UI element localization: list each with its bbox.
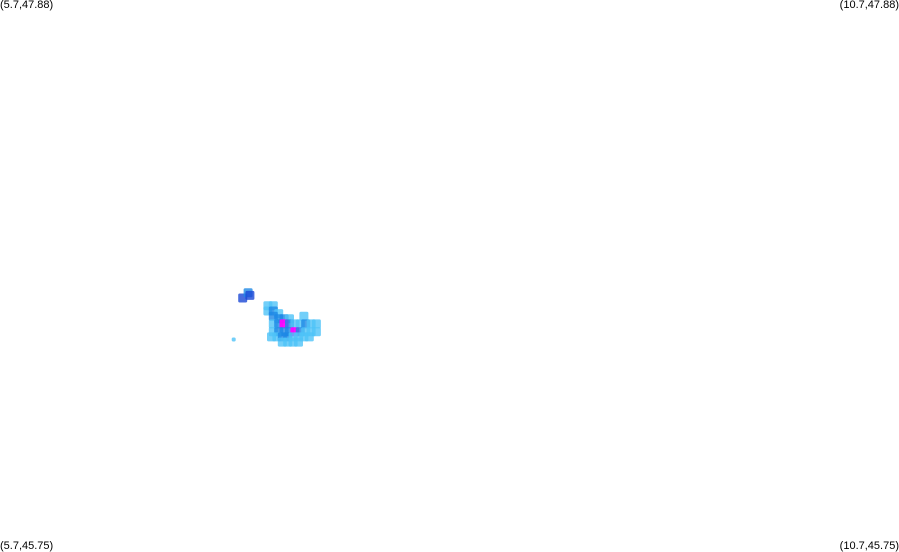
heat-cells-layer [231,288,321,347]
heat-cell-low [304,332,314,342]
heat-cell-low [231,337,236,342]
heat-cell-low [311,327,321,337]
heat-cell-low [299,311,309,321]
heat-cell-low [294,337,303,347]
corner-label-top-right: (10.7,47.88) [839,0,899,11]
heat-cell-high [245,290,255,300]
heat-cell-low [311,319,321,329]
corner-label-bottom-left: (5.7,45.75) [0,540,54,552]
corner-label-bottom-right: (10.7,45.75) [839,540,899,552]
corner-label-top-left: (5.7,47.88) [0,0,54,11]
